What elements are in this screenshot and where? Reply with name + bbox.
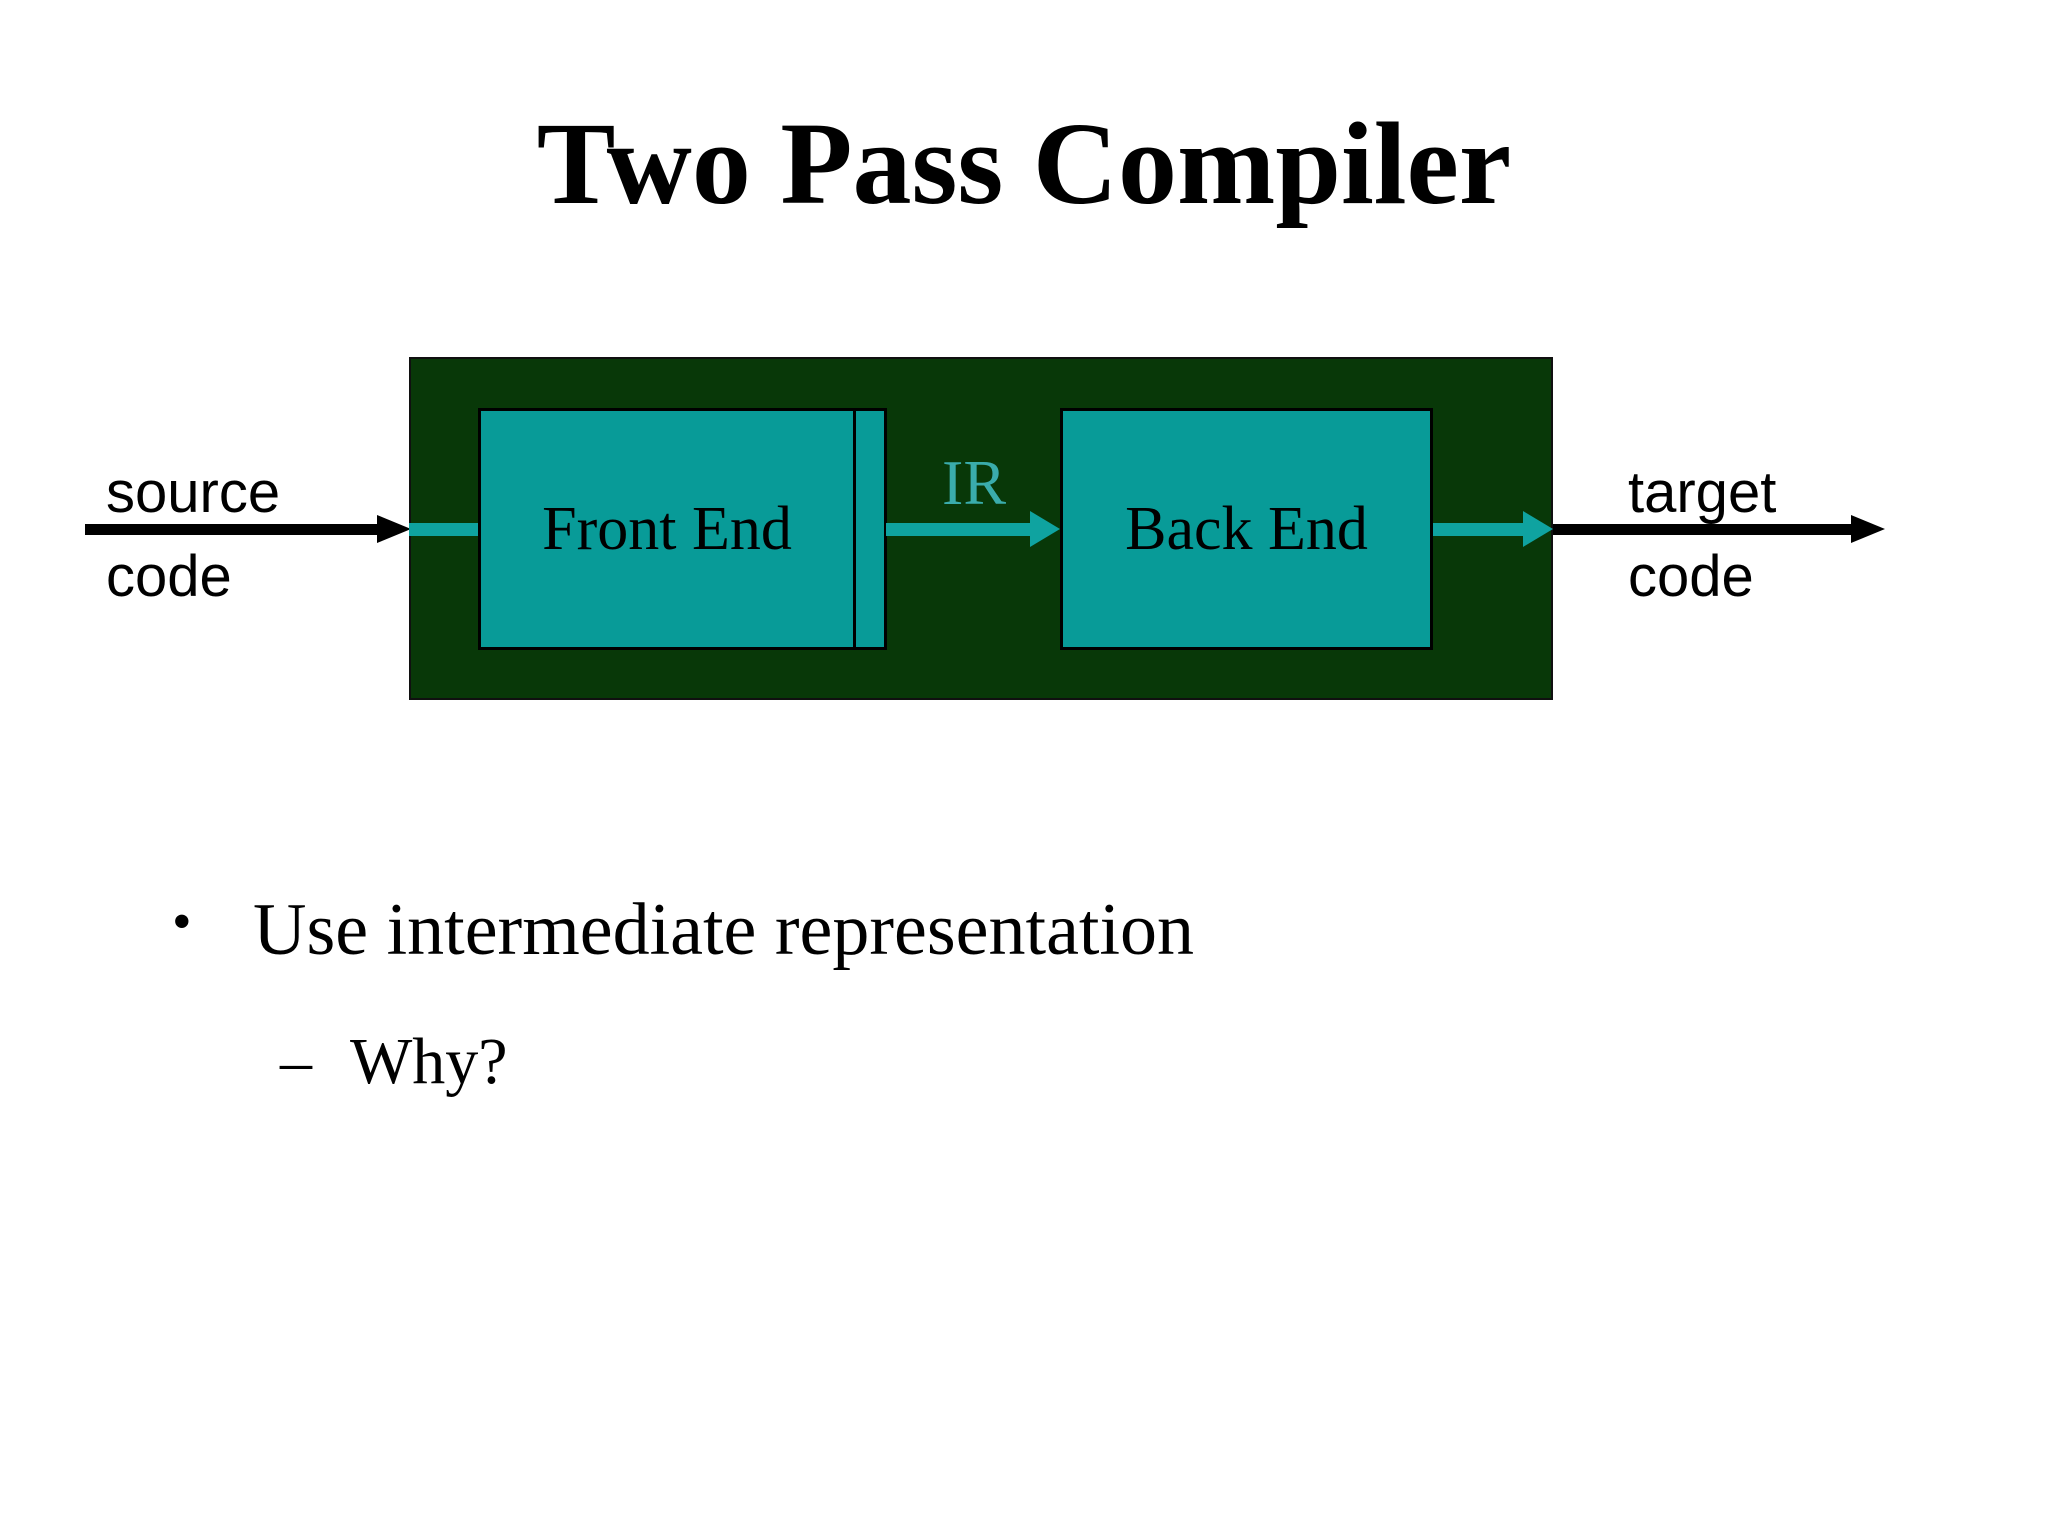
sub-bullet-text: Why? (350, 1025, 508, 1098)
inlet-connector (409, 523, 481, 536)
target-arrow-shaft (1553, 524, 1851, 535)
slide-title: Two Pass Compiler (536, 98, 1512, 229)
target-arrow-head (1851, 515, 1885, 543)
ir-label: IR (942, 447, 1006, 518)
source-label-line1: source (106, 460, 281, 525)
front-end-box: Front End (478, 408, 887, 650)
outlet-arrow-head (1523, 511, 1553, 547)
source-arrow-head (377, 515, 411, 543)
front-end-divider (853, 410, 856, 648)
bullet-marker: • (172, 891, 192, 953)
target-label-line1: target (1628, 460, 1777, 525)
source-arrow-shaft (85, 524, 377, 535)
bullet-text: Use intermediate representation (253, 889, 1195, 971)
front-end-label: Front End (542, 494, 792, 563)
source-label-line2: code (106, 544, 232, 609)
ir-arrow-shaft (886, 523, 1030, 536)
sub-bullet-marker: – (280, 1025, 312, 1096)
ir-arrow-head (1030, 511, 1060, 547)
outlet-arrow-shaft (1433, 523, 1523, 536)
back-end-box: Back End (1060, 408, 1433, 650)
target-label-line2: code (1628, 544, 1754, 609)
back-end-label: Back End (1125, 494, 1368, 563)
